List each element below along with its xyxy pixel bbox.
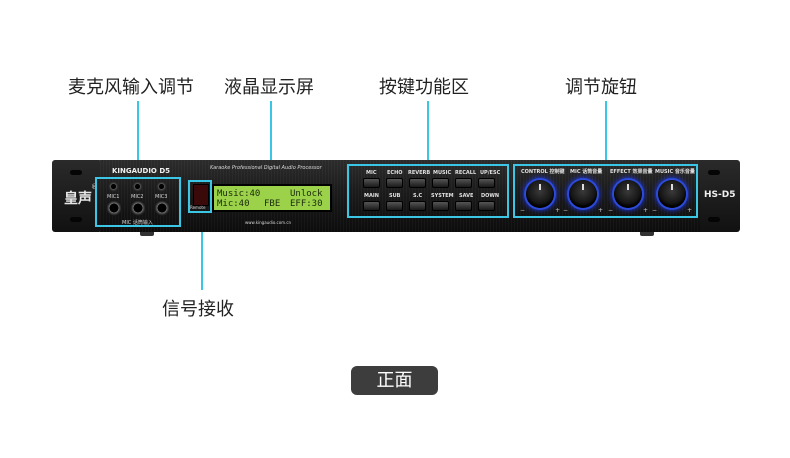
up-esc-button[interactable] [478, 178, 495, 188]
effect-plus-label: + [643, 207, 649, 214]
device-website: www.kingaudio.com.cn [245, 220, 292, 225]
reverb-button[interactable] [409, 178, 426, 188]
callout-line-lcd [270, 101, 272, 180]
mic-section-highlight [95, 177, 181, 227]
callout-lcd-screen: 液晶显示屏 [224, 77, 314, 98]
model-name: KINGAUDIO D5 [112, 167, 171, 175]
callout-line-buttons [427, 101, 429, 164]
rack-ear-left [52, 160, 102, 232]
music-button[interactable] [432, 178, 449, 188]
save-button[interactable] [455, 201, 472, 211]
btn-label-main: MAIN [364, 193, 379, 199]
control-plus-label: + [555, 207, 561, 214]
btn-label-mic: MIC [366, 170, 377, 176]
music-volume-knob[interactable] [658, 180, 686, 208]
ir-receiver-window [193, 184, 209, 206]
btn-label-sc: S.C [413, 193, 423, 199]
lcd-display: Music:40 Unlock Mic:40 FBE EFF:30 [212, 184, 332, 212]
mic3-jack[interactable] [154, 200, 170, 216]
sc-button[interactable] [409, 201, 426, 211]
btn-label-sub: SUB [389, 193, 401, 199]
mic-volume-knob[interactable] [569, 180, 597, 208]
model-code: HS-D5 [704, 190, 736, 200]
mic-plus-label: + [598, 207, 604, 214]
btn-label-upesc: UP/ESC [480, 170, 501, 176]
btn-label-reverb: REVERB [408, 170, 431, 176]
effect-minus-label: − [608, 207, 614, 214]
btn-label-echo: ECHO [387, 170, 403, 176]
mic2-gain-knob[interactable] [132, 181, 143, 192]
lcd-line2-left: Mic:40 [217, 199, 250, 209]
device-subtitle: Karaoke Professional Digital Audio Proce… [210, 165, 322, 171]
mic1-gain-knob[interactable] [108, 181, 119, 192]
btn-label-save: SAVE [459, 193, 474, 199]
mic-minus-label: − [563, 207, 569, 214]
callout-line-signal [201, 212, 203, 290]
down-button[interactable] [478, 201, 495, 211]
control-minus-label: − [520, 207, 526, 214]
callout-line-knobs [605, 101, 607, 163]
recall-button[interactable] [455, 178, 472, 188]
knob-area-highlight [513, 164, 698, 218]
main-button[interactable] [363, 201, 380, 211]
music-plus-label: + [687, 207, 693, 214]
mic3-label: MIC3 [155, 194, 168, 200]
mic2-jack[interactable] [130, 200, 146, 216]
sub-button[interactable] [386, 201, 403, 211]
brand-registered-mark: ® [91, 183, 98, 191]
remote-label: Remote [190, 205, 206, 210]
knob-label-music: MUSIC 音乐音量 [655, 169, 695, 175]
btn-label-music: MUSIC [433, 170, 452, 176]
knob-label-mic: MIC 话筒音量 [570, 169, 603, 175]
mic3-gain-knob[interactable] [156, 181, 167, 192]
front-view-button[interactable]: 正面 [351, 366, 438, 395]
brand-logo: 皇声 [64, 191, 92, 207]
lcd-line1-left: Music:40 [217, 189, 261, 199]
mic-button[interactable] [363, 178, 380, 188]
mic1-jack[interactable] [106, 200, 122, 216]
effect-volume-knob[interactable] [614, 180, 642, 208]
btn-label-recall: RECALL [455, 170, 477, 176]
callout-mic-input: 麦克风输入调节 [68, 77, 194, 98]
mic-group-label: MIC 话筒输入 [122, 220, 153, 226]
knob-label-control: CONTROL 控制键 [521, 169, 565, 175]
lcd-line1-right: Unlock [290, 189, 323, 199]
knob-label-effect: EFFECT 效果音量 [610, 169, 653, 175]
control-knob[interactable] [526, 180, 554, 208]
mic2-label: MIC2 [131, 194, 144, 200]
callout-signal-receive: 信号接收 [162, 299, 234, 320]
ir-receiver-highlight [188, 180, 212, 213]
button-area-highlight [347, 164, 509, 218]
echo-button[interactable] [386, 178, 403, 188]
lcd-line2-right: EFF:30 [290, 199, 323, 209]
callout-line-mic [137, 101, 139, 163]
mic1-label: MIC1 [107, 194, 120, 200]
system-button[interactable] [432, 201, 449, 211]
btn-label-down: DOWN [481, 193, 500, 199]
callout-button-area: 按键功能区 [379, 77, 469, 98]
lcd-line2-mid: FBE [264, 199, 281, 209]
btn-label-system: SYSTEM [431, 193, 454, 199]
callout-knobs: 调节旋钮 [565, 77, 637, 98]
music-minus-label: − [652, 207, 658, 214]
